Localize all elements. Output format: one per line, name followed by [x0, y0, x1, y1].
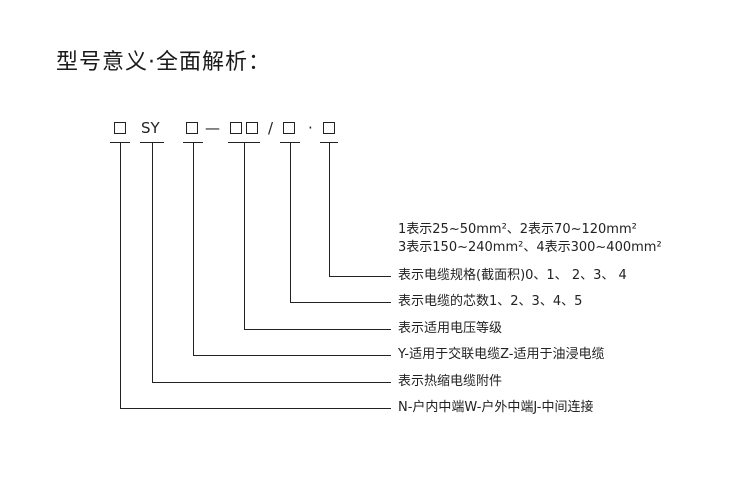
note-line-1: 1表示25~50mm²、2表示70~120mm² [398, 222, 637, 237]
connector-vline-6 [329, 142, 330, 276]
connector-hline-2 [290, 302, 391, 303]
code-dot: · [308, 119, 313, 137]
connector-vline-5 [290, 142, 291, 302]
code-box-5 [283, 122, 295, 134]
note-line-2: 3表示150~240mm²、4表示300~400mm² [398, 240, 662, 255]
page-title: 型号意义·全面解析： [56, 50, 271, 75]
connector-vline-3 [193, 142, 194, 355]
code-dash: — [205, 119, 220, 137]
code-box-1 [114, 122, 126, 134]
desc-termination: N-户内中端W-户外中端J-中间连接 [398, 400, 594, 415]
code-slash: / [268, 119, 274, 137]
connector-vline-2 [152, 142, 153, 382]
connector-vline-4 [244, 142, 245, 329]
desc-heat-shrink: 表示热缩电缆附件 [398, 374, 503, 389]
connector-hline-1 [329, 276, 391, 277]
code-box-6 [323, 122, 335, 134]
code-sy: SY [141, 119, 160, 137]
code-box-2 [186, 122, 198, 134]
connector-hline-3 [244, 329, 391, 330]
desc-cores: 表示电缆的芯数1、2、3、4、5 [398, 294, 583, 309]
desc-cable-type: Y-适用于交联电缆Z-适用于油浸电缆 [398, 347, 605, 362]
code-box-4 [246, 122, 258, 134]
code-box-3 [230, 122, 242, 134]
connector-vline-1 [120, 142, 121, 408]
desc-specification: 表示电缆规格(截面积)0、1、 2、3、 4 [398, 268, 627, 283]
connector-hline-4 [193, 355, 391, 356]
connector-hline-6 [120, 408, 391, 409]
connector-hline-5 [152, 382, 391, 383]
desc-voltage: 表示适用电压等级 [398, 321, 503, 336]
